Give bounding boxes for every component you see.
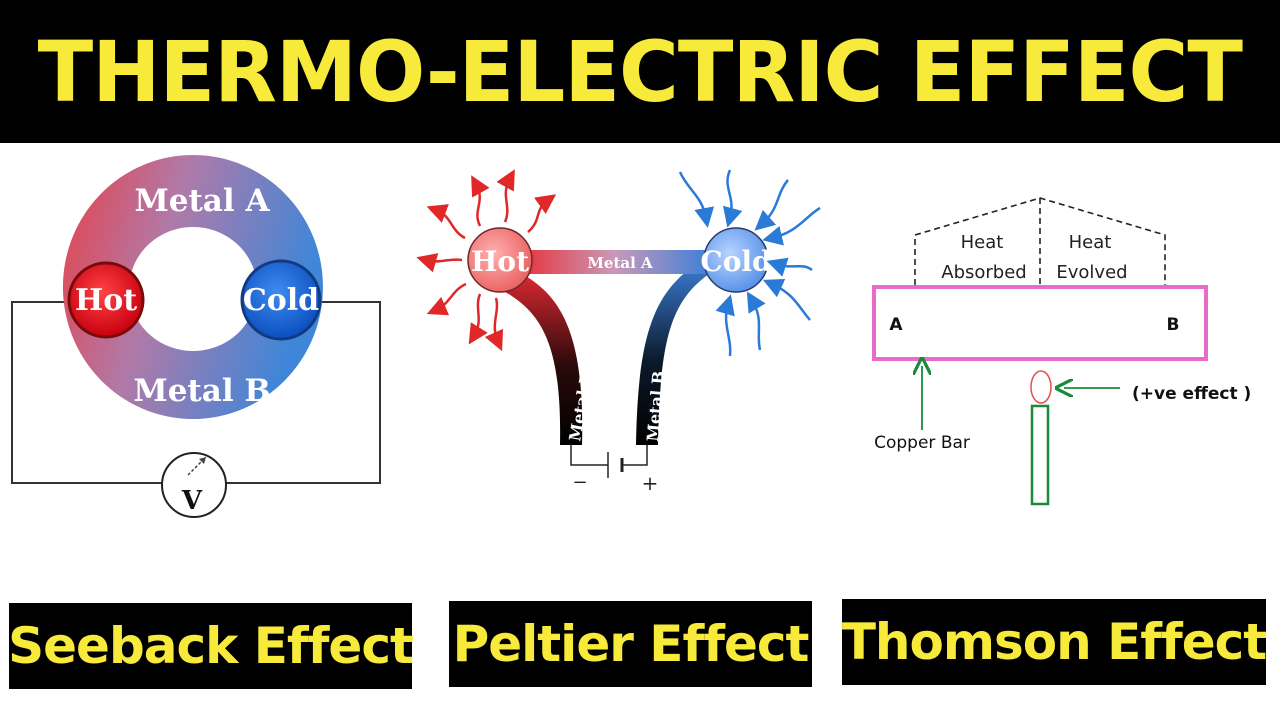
battery-icon — [570, 445, 648, 478]
heat-out-arrows — [416, 169, 557, 352]
metal-b-label: Metal B — [133, 373, 270, 409]
thomson-caption: Thomson Effect — [841, 613, 1267, 671]
metal-a-bar — [520, 250, 710, 274]
hot-junction — [67, 261, 145, 339]
peltier-diagram: Metal B Metal B Metal A Hot Cold — [410, 160, 840, 500]
page-title: THERMO-ELECTRIC EFFECT — [37, 22, 1243, 121]
metal-b-right-leg — [636, 260, 712, 445]
copper-bar-label: Copper Bar — [874, 433, 970, 453]
circuit-wire — [11, 301, 381, 484]
thomson-caption-box: Thomson Effect — [841, 599, 1267, 685]
heater-stick — [1030, 404, 1050, 506]
copper-bar — [872, 285, 1208, 361]
battery-plus: + — [642, 471, 659, 495]
peltier-caption: Peltier Effect — [452, 615, 810, 673]
heat-in-arrows — [678, 169, 821, 357]
effect-note: (+ve effect ) — [1132, 384, 1251, 404]
thomson-diagram: Heat Absorbed Heat Evolved A B Copper Ba… — [860, 190, 1270, 510]
cold-junction — [240, 259, 322, 341]
peltier-caption-box: Peltier Effect — [449, 601, 812, 687]
seebeck-caption-box: Seeback Effect — [8, 603, 414, 689]
cold-label: Cold — [700, 245, 771, 278]
heat-absorbed-line2: Absorbed — [941, 262, 1026, 283]
hot-label: Hot — [471, 245, 529, 278]
battery-minus: − — [572, 472, 587, 493]
hot-junction — [467, 227, 533, 293]
end-b-label: B — [1167, 315, 1180, 335]
metal-ring — [62, 155, 323, 420]
metal-a-label: Metal A — [587, 254, 653, 272]
heat-absorbed-line1: Heat — [961, 232, 1004, 253]
cold-label: Cold — [243, 283, 319, 318]
metal-b-left-leg — [498, 268, 583, 445]
seebeck-diagram: Metal A Metal B Hot Cold V — [0, 145, 400, 545]
seebeck-caption: Seeback Effect — [8, 617, 414, 675]
voltmeter-label: V — [181, 486, 203, 516]
hot-label: Hot — [75, 283, 137, 318]
heat-roof-outline — [914, 197, 1166, 285]
flame-icon — [1030, 370, 1052, 404]
heat-evolved-line1: Heat — [1069, 232, 1112, 253]
heat-evolved-line2: Evolved — [1056, 262, 1127, 283]
metal-a-label: Metal A — [134, 183, 270, 219]
end-a-label: A — [889, 315, 903, 335]
voltmeter-icon: V — [161, 452, 227, 518]
title-bar: THERMO-ELECTRIC EFFECT — [0, 0, 1280, 143]
